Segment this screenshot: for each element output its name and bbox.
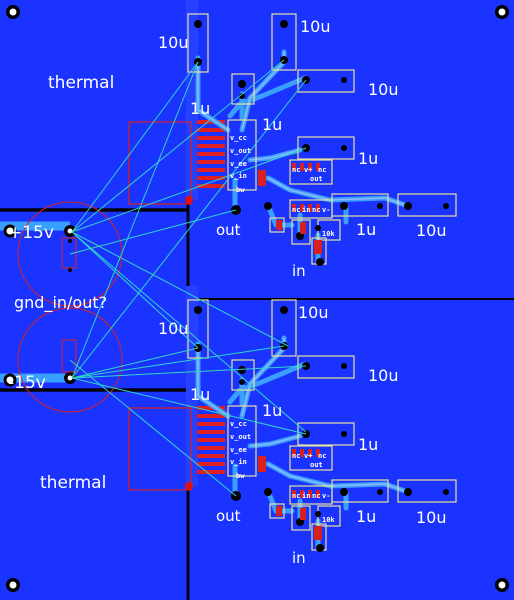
ic-pin: nc — [318, 452, 326, 460]
keepout-circle-top — [17, 201, 123, 307]
cap-label: 1u — [262, 401, 282, 420]
res-label: 10k — [322, 516, 335, 524]
ic-pin: out — [310, 175, 323, 183]
in-label: in — [292, 262, 306, 280]
ic-pin: nc — [312, 492, 320, 500]
thermal-label-bottom: thermal — [40, 473, 106, 493]
cap-label: 10u — [300, 17, 331, 36]
res-label: 10k — [322, 230, 335, 238]
cap-label: 10u — [158, 319, 189, 338]
thermal-label-top: thermal — [48, 73, 114, 93]
ic-pin: nc — [292, 206, 300, 214]
pin-label: v_ee — [230, 160, 247, 168]
ic-pin: v+ — [304, 452, 312, 460]
pin-label: v_ee — [230, 446, 247, 454]
plus15-label: +15v — [8, 223, 54, 243]
ic-pin: v+ — [304, 166, 312, 174]
cap-label: 1u — [356, 507, 376, 526]
pin-label: v_in — [230, 172, 247, 180]
gnd-label: gnd_in/out? — [14, 293, 107, 313]
cap-label: 10u — [368, 80, 399, 99]
ic-pin: nc — [292, 492, 300, 500]
pin-label: v_out — [230, 433, 251, 441]
thermal-pour-top — [0, 0, 186, 208]
pin-label: bw — [236, 186, 245, 194]
ic-pin: nc — [292, 166, 300, 174]
cap-label: 1u — [356, 220, 376, 239]
ratsnest — [69, 59, 307, 497]
keepout-circle-bottom — [17, 307, 123, 413]
bottom-section-labels: 10u 10u 10u 1u 1u 1u 1u 10u out in 10k v… — [158, 303, 447, 567]
cap-label: 1u — [190, 385, 210, 404]
cap-label: 1u — [358, 149, 378, 168]
cap-label: 10u — [368, 366, 399, 385]
cap-label: 1u — [262, 115, 282, 134]
power-connector-plus — [0, 221, 77, 272]
ic-pin: nc — [312, 206, 320, 214]
in-label: in — [292, 549, 306, 567]
cap-label: 10u — [416, 221, 447, 240]
out-label: out — [216, 507, 241, 525]
ic-pin: nc — [318, 166, 326, 174]
top-section-labels: 10u 10u 10u 1u 1u 1u 1u 10u out in 10k v… — [158, 17, 447, 280]
thermal-pour-bottom — [0, 392, 186, 600]
ic-pin: out — [310, 461, 323, 469]
minus15-label: -15v — [8, 373, 46, 393]
pin-label: v_in — [230, 458, 247, 466]
pin-label: bw — [236, 472, 245, 480]
cap-label: 1u — [190, 99, 210, 118]
cap-label: 1u — [358, 435, 378, 454]
ic-pin: nc — [292, 452, 300, 460]
cap-label: 10u — [298, 303, 329, 322]
pin-label: v_out — [230, 147, 251, 155]
cap-label: 10u — [158, 33, 189, 52]
ic-pin: v- — [322, 492, 330, 500]
mounting-holes — [6, 5, 509, 592]
pin-label: v_cc — [230, 420, 247, 428]
power-connector-minus — [0, 339, 77, 387]
ic-pin: in — [302, 492, 310, 500]
pin-label: v_cc — [230, 134, 247, 142]
ic-pin: v- — [322, 206, 330, 214]
out-label: out — [216, 221, 241, 239]
cap-label: 10u — [416, 508, 447, 527]
ic-pin: in — [302, 206, 310, 214]
